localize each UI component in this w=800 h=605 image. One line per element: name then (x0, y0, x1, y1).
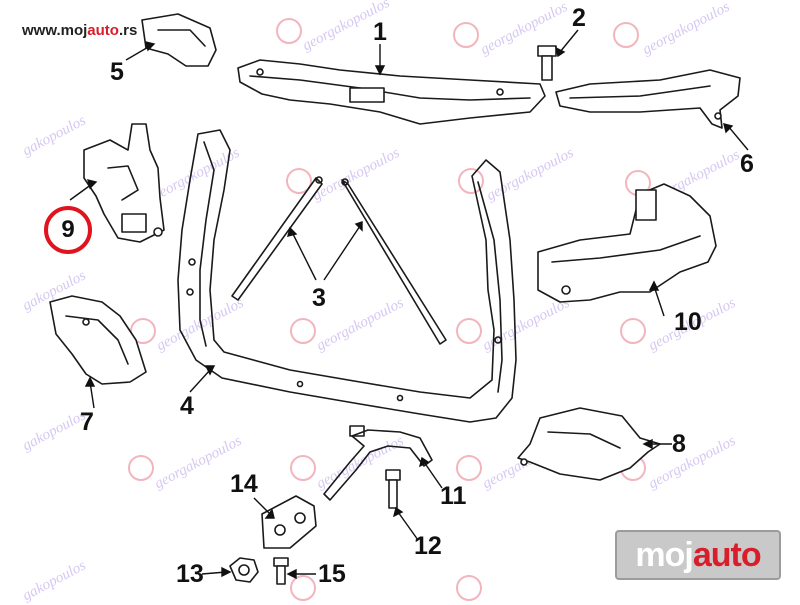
part-12-bolt (385, 469, 401, 509)
callout-13: 13 (176, 560, 204, 588)
callout-12: 12 (414, 532, 442, 560)
logo-part-b: auto (692, 535, 762, 574)
part-7-shield (49, 295, 147, 385)
callout-1: 1 (373, 18, 387, 46)
part-8-shield (517, 407, 661, 481)
site-url[interactable]: www.mojauto.rs (22, 22, 137, 39)
site-url-brand: auto (87, 22, 119, 39)
part-1-upper-crossmember (237, 59, 546, 125)
callout-5: 5 (110, 58, 124, 86)
part-14-bracket (261, 495, 317, 549)
callout-7: 7 (80, 408, 94, 436)
leader-lines (69, 29, 749, 580)
callout-4: 4 (180, 392, 194, 420)
part-3-struts (231, 176, 447, 345)
callout-10: 10 (674, 308, 702, 336)
callout-11: 11 (440, 482, 467, 510)
part-5-bracket (141, 13, 217, 67)
callout-9-highlighted[interactable]: 9 (44, 206, 92, 254)
callout-15: 15 (318, 560, 346, 588)
part-10-bracket (537, 183, 717, 303)
part-11-tube (323, 425, 433, 501)
logo-part-a: moj (635, 535, 693, 574)
site-url-suffix: .rs (118, 22, 138, 39)
part-6-bracket (555, 69, 741, 129)
part-4-frame (177, 129, 517, 423)
callout-2: 2 (572, 4, 586, 32)
site-url-prefix: www.moj (22, 22, 88, 39)
callout-14: 14 (230, 470, 258, 498)
part-2-bolt (537, 45, 557, 81)
callout-6: 6 (740, 150, 754, 178)
callout-3: 3 (312, 284, 326, 312)
part-9-bracket (83, 123, 165, 243)
part-15-bolt (273, 557, 289, 585)
part-13-nut (229, 557, 259, 583)
callout-8: 8 (672, 430, 686, 458)
